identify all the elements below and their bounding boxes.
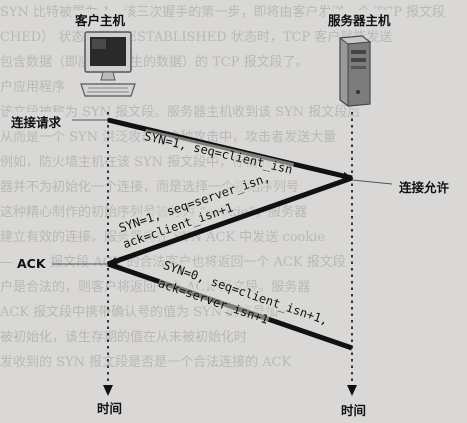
connect-granted-label: 连接允许 [396, 177, 453, 196]
ack-event-label: ACK [14, 256, 49, 271]
synack-arrow [107, 175, 353, 267]
server-tower-icon [338, 35, 372, 107]
client-computer-icon [80, 31, 136, 97]
connect-granted-tick [351, 179, 393, 185]
connect-request-label: 连接请求 [8, 112, 65, 131]
client-time-label: 时间 [94, 398, 126, 417]
client-host-label: 客户主机 [72, 10, 129, 29]
server-host-label: 服务器主机 [325, 10, 394, 29]
server-timeline-arrowhead [347, 385, 357, 396]
server-time-label: 时间 [338, 400, 370, 419]
client-timeline-arrowhead [103, 385, 113, 396]
